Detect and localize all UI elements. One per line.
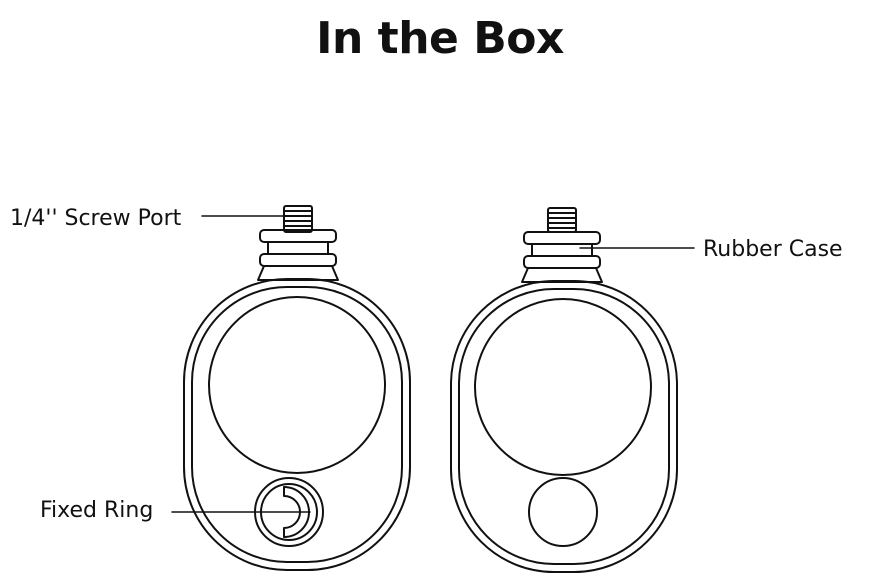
rubber-case-label: Rubber Case (703, 237, 843, 262)
left-mount-body (183, 278, 411, 571)
left-screw-thread (283, 205, 313, 233)
right-rubber-case (521, 231, 603, 283)
right-screw-thread (547, 207, 577, 233)
fixed-ring-label: Fixed Ring (40, 498, 154, 523)
left-mount-large-circle (208, 296, 386, 474)
right-mount-body (450, 280, 678, 573)
left-mount (183, 205, 411, 571)
left-mount-body-inner (191, 286, 403, 563)
left-rubber-case (257, 229, 339, 281)
screw-port-label: 1/4'' Screw Port (10, 206, 182, 231)
right-mount-body-inner (458, 288, 670, 565)
right-mount-small-circle (528, 477, 598, 547)
right-mount-large-circle (474, 298, 652, 476)
page-title: In the Box (316, 13, 564, 64)
right-mount (450, 207, 678, 573)
